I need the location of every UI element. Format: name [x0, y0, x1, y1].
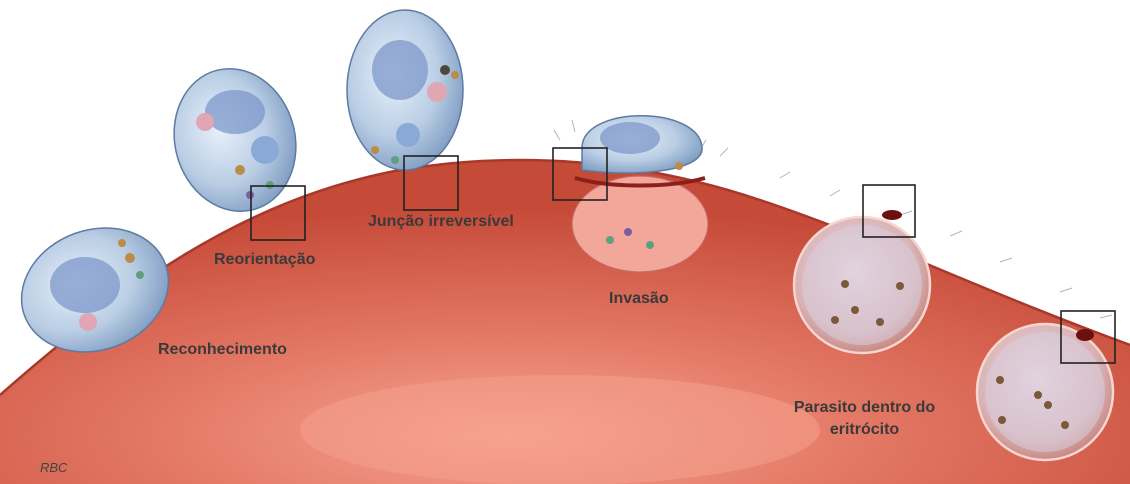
label-reorientation: Reorientação: [214, 251, 315, 269]
merozoite-invasion: [572, 116, 708, 272]
credit-label: RBC: [40, 460, 67, 475]
vacuole-parasite-2: [977, 324, 1113, 460]
label-parasite-inside-line2: eritrócito: [777, 421, 952, 439]
label-parasite-inside-line1: Parasito dentro do: [777, 399, 952, 417]
merozoite-reorientation: [158, 55, 311, 225]
label-invasion: Invasão: [609, 290, 669, 308]
label-recognition: Reconhecimento: [158, 341, 287, 359]
merozoite-junction: [347, 10, 463, 170]
erythrocyte-highlight: [300, 375, 820, 484]
label-parasite-inside: Parasito dentro do eritrócito: [777, 399, 952, 439]
label-irreversible-junction: Junção irreversível: [368, 213, 514, 231]
